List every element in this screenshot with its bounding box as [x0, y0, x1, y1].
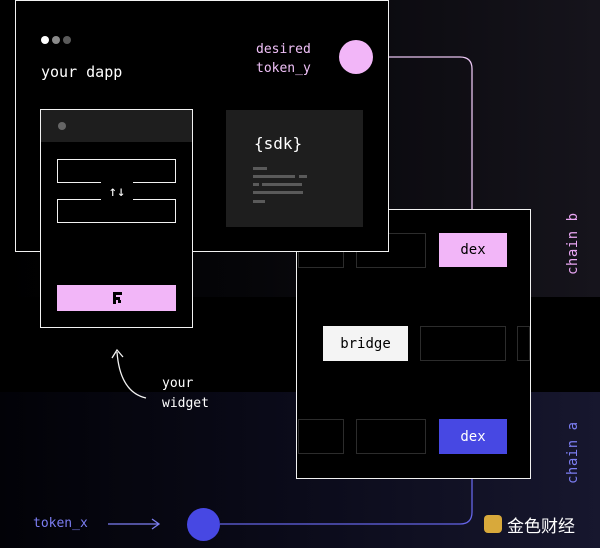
widget-curved-arrow-head — [111, 348, 124, 359]
sdk-label: {sdk} — [254, 134, 303, 153]
window-dots — [41, 29, 74, 48]
dex-chain-a-label: dex — [460, 428, 486, 445]
dex-chain-a: dex — [439, 419, 507, 454]
chain-a-label: chain a — [565, 421, 581, 484]
chain-a-slot — [298, 419, 344, 454]
logo-icon — [113, 292, 122, 304]
code-line — [253, 183, 259, 186]
token-x-node — [187, 508, 220, 541]
chain-b-label: chain b — [565, 212, 581, 275]
token-y-node — [339, 40, 373, 74]
token-x-arrow-head — [151, 518, 161, 530]
widget-submit-button[interactable] — [57, 285, 176, 311]
dex-chain-b: dex — [439, 233, 507, 267]
code-line — [253, 191, 303, 194]
bridge-slot — [420, 326, 506, 361]
widget-callout-label: your widget — [162, 376, 209, 411]
code-line — [262, 183, 302, 186]
bridge-slot — [517, 326, 530, 361]
watermark-logo-icon — [484, 515, 502, 533]
dex-chain-b-label: dex — [460, 242, 486, 258]
widget-header-dot — [58, 122, 66, 130]
code-line — [299, 175, 307, 178]
watermark-text: 金色财经 — [507, 517, 575, 537]
token-x-label: token_x — [33, 516, 88, 531]
sdk-panel — [226, 110, 363, 227]
chain-a-slot — [356, 419, 426, 454]
desired-token-label: desired token_y — [256, 42, 311, 76]
dapp-title: your dapp — [41, 63, 123, 81]
code-line — [253, 175, 295, 178]
widget-curved-arrow — [116, 351, 147, 399]
code-line — [253, 200, 265, 203]
swap-direction-icon[interactable]: ↑↓ — [101, 180, 133, 204]
code-line — [253, 167, 267, 170]
bridge-box: bridge — [323, 326, 408, 361]
bridge-label: bridge — [340, 335, 391, 352]
widget-header — [41, 110, 192, 142]
